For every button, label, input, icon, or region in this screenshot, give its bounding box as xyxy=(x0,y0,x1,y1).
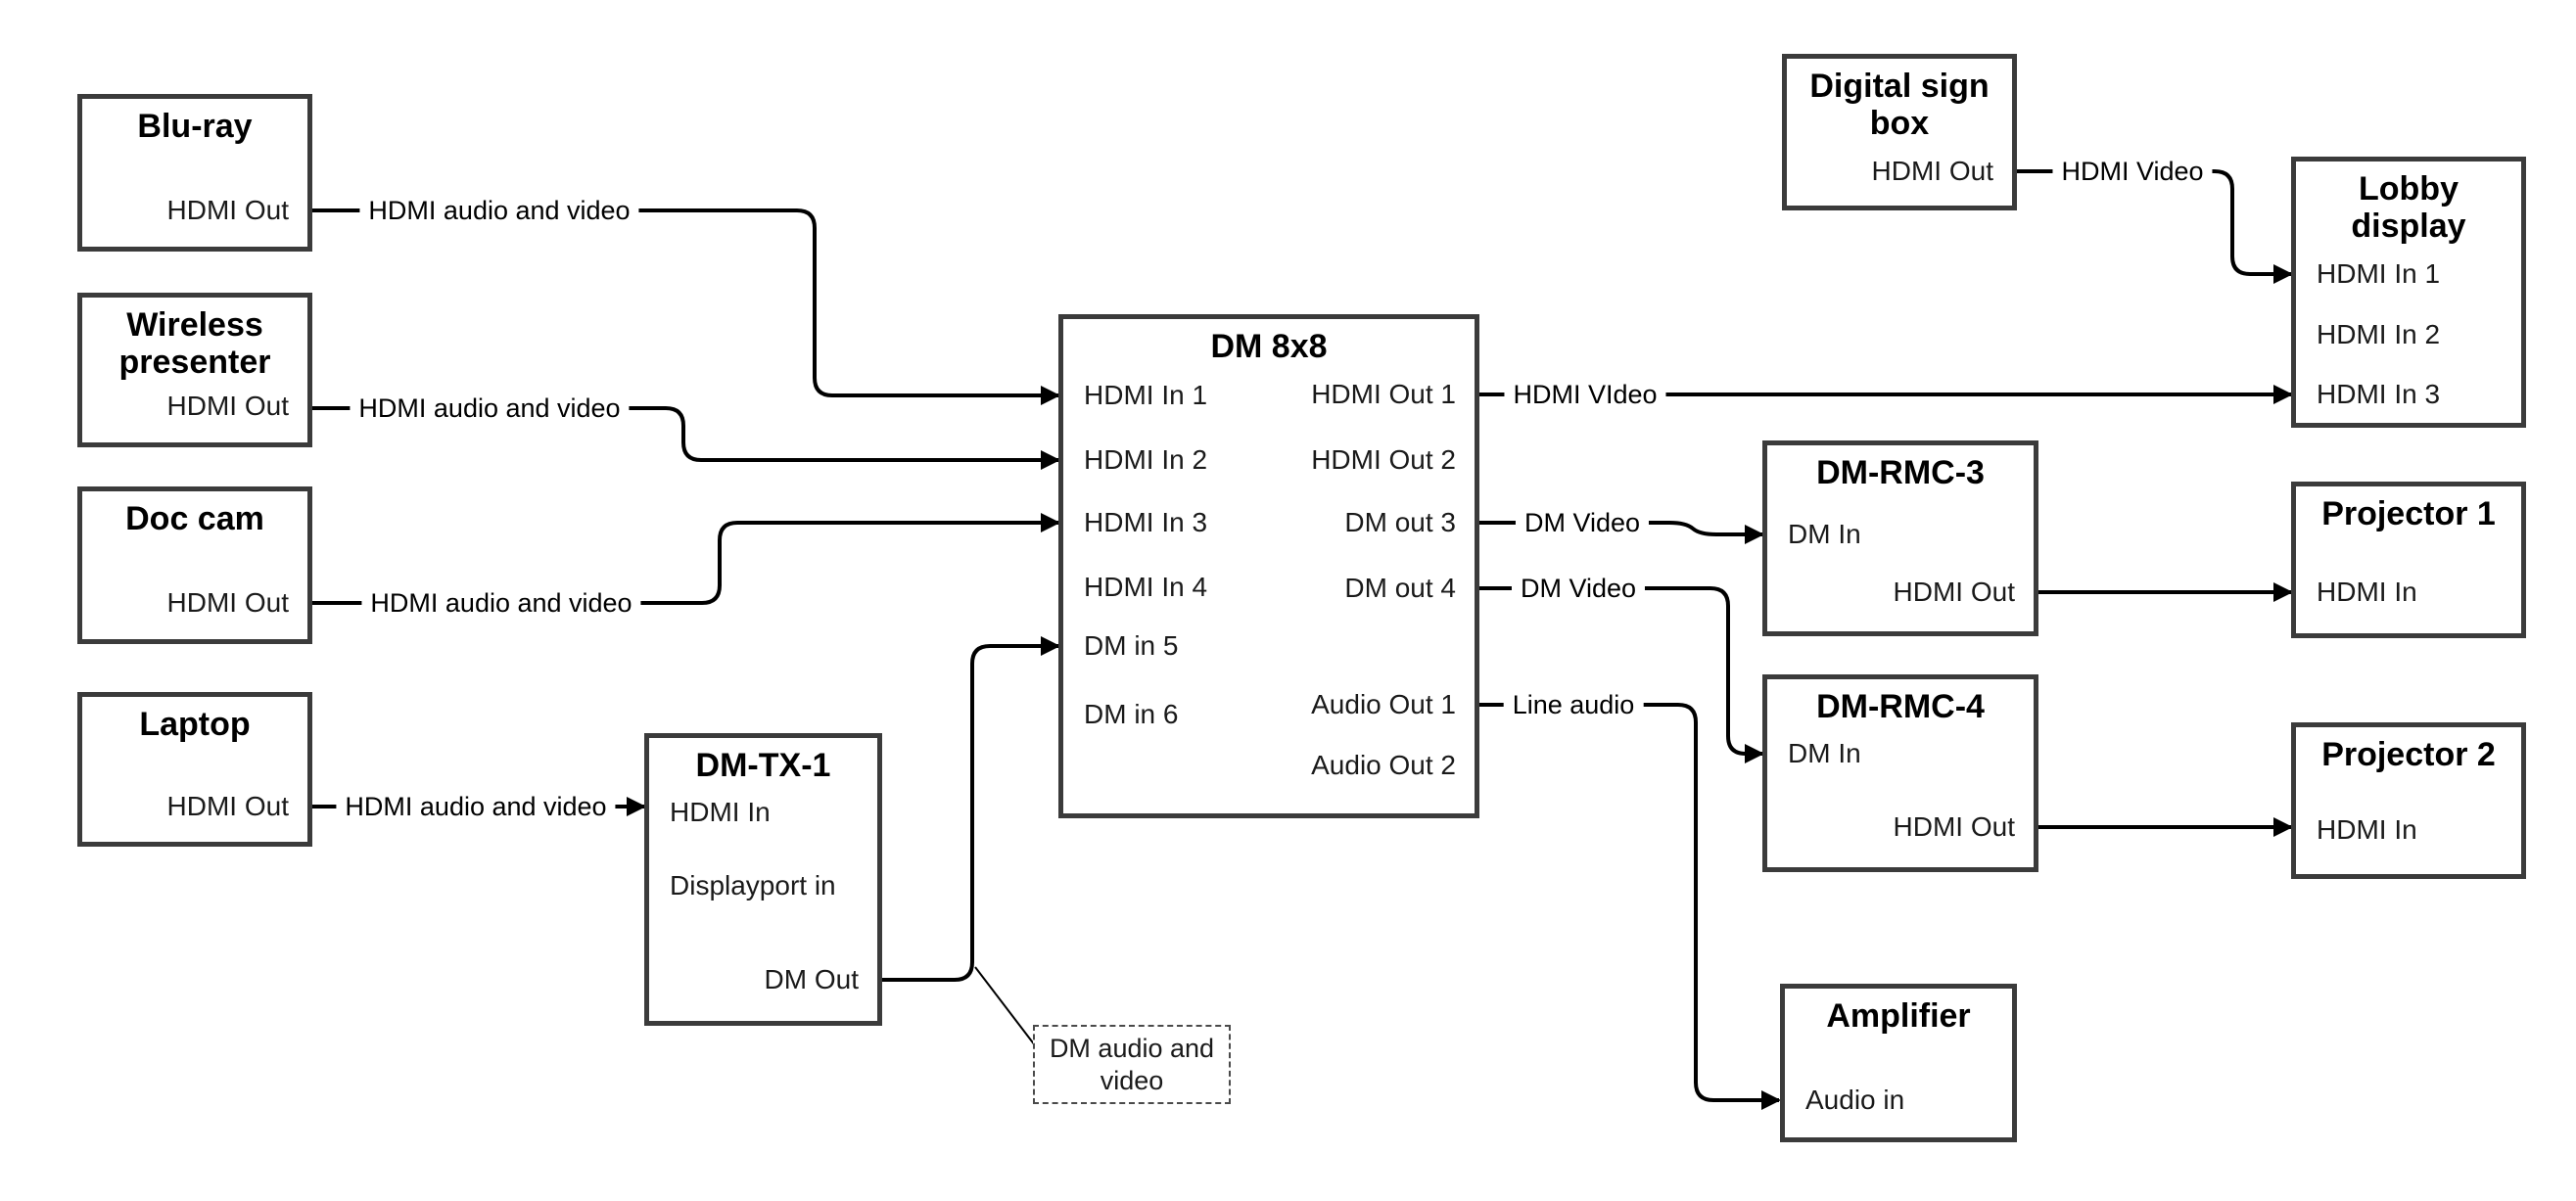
edge-label-bluray-to-dm8x8-hdmi-in-1: HDMI audio and video xyxy=(359,195,639,226)
node-dm-rmc-4: DM-RMC-4 xyxy=(1762,674,2038,872)
node-projector-2: Projector 2 xyxy=(2291,722,2526,879)
port-dm-8x8-dm-out-4: DM out 4 xyxy=(1344,573,1456,603)
edge-doccam-to-dm8x8-hdmi-in-3 xyxy=(312,513,1060,605)
port-laptop-hdmi-out: HDMI Out xyxy=(166,791,289,821)
node-title-line: Projector 2 xyxy=(2321,736,2496,773)
port-amplifier-audio-in: Audio in xyxy=(1805,1085,1905,1115)
edge-label-dm8x8-hdmi-out-1-to-lobby-hdmi-in-3: HDMI VIdeo xyxy=(1504,379,1666,410)
port-lobby-display-hdmi-in-1: HDMI In 1 xyxy=(2317,258,2441,289)
node-title-line: DM-RMC-3 xyxy=(1816,454,1985,491)
node-dm-rmc-3: DM-RMC-3 xyxy=(1762,440,2038,636)
port-dm-rmc-3-hdmi-out: HDMI Out xyxy=(1893,577,2015,607)
port-dm-rmc-3-dm-in: DM In xyxy=(1788,519,1861,549)
edge-dmtx1-dmout-to-dm8x8-dm-in-5 xyxy=(882,636,1060,982)
port-projector-2-hdmi-in: HDMI In xyxy=(2317,814,2417,845)
port-digital-sign-box-hdmi-out: HDMI Out xyxy=(1871,156,1993,186)
edge-bluray-to-dm8x8-hdmi-in-1 xyxy=(312,208,1060,405)
edge-dm8x8-audio-out-1-to-amp-audio-in xyxy=(1479,703,1781,1110)
port-dm-8x8-hdmi-out-2: HDMI Out 2 xyxy=(1311,444,1456,475)
node-doc-cam: Doc cam xyxy=(77,486,312,644)
port-lobby-display-hdmi-in-2: HDMI In 2 xyxy=(2317,319,2441,349)
edge-label-doccam-to-dm8x8-hdmi-in-3: HDMI audio and video xyxy=(361,587,641,619)
node-title-projector-2: Projector 2 xyxy=(2296,736,2521,773)
port-dm-rmc-4-hdmi-out: HDMI Out xyxy=(1893,811,2015,842)
port-dm-8x8-hdmi-in-2: HDMI In 2 xyxy=(1084,444,1208,475)
node-title-dm-rmc-4: DM-RMC-4 xyxy=(1767,688,2034,725)
edge-label-dm8x8-dm-out-4-to-rmc4-dm-in: DM Video xyxy=(1511,573,1646,604)
node-title-laptop: Laptop xyxy=(82,706,307,743)
callout-leader-line xyxy=(974,966,1036,1046)
callout-text-line: DM audio and xyxy=(1049,1033,1215,1063)
port-dm-8x8-hdmi-in-1: HDMI In 1 xyxy=(1084,380,1208,410)
node-dm-8x8: DM 8x8 xyxy=(1058,314,1479,818)
node-title-line: Digital sign xyxy=(1809,68,1990,105)
node-blu-ray: Blu-ray xyxy=(77,94,312,252)
edge-wireless-to-dm8x8-hdmi-in-2 xyxy=(312,406,1060,470)
node-title-doc-cam: Doc cam xyxy=(82,500,307,537)
edge-label-laptop-to-dmtx1-hdmi-in: HDMI audio and video xyxy=(336,791,616,822)
port-dm-tx-1-displayport-in: Displayport in xyxy=(670,870,836,901)
edge-label-digisign-to-lobby-hdmi-in-1: HDMI Video xyxy=(2052,156,2213,187)
port-lobby-display-hdmi-in-3: HDMI In 3 xyxy=(2317,379,2441,409)
node-title-line: Projector 1 xyxy=(2321,495,2496,532)
port-dm-tx-1-hdmi-in: HDMI In xyxy=(670,797,771,827)
port-dm-tx-1-dm-out: DM Out xyxy=(764,964,859,994)
port-dm-8x8-audio-out-2: Audio Out 2 xyxy=(1311,750,1456,780)
node-title-dm-tx-1: DM-TX-1 xyxy=(649,747,877,784)
node-laptop: Laptop xyxy=(77,692,312,847)
node-title-line: Amplifier xyxy=(1826,997,1971,1035)
port-dm-8x8-hdmi-out-1: HDMI Out 1 xyxy=(1311,379,1456,409)
node-title-line: DM-TX-1 xyxy=(695,747,831,784)
port-dm-8x8-hdmi-in-3: HDMI In 3 xyxy=(1084,507,1208,537)
edge-label-wireless-to-dm8x8-hdmi-in-2: HDMI audio and video xyxy=(350,393,630,424)
edge-dm8x8-dm-out-3-to-rmc3-dm-in xyxy=(1479,521,1764,544)
node-title-line: box xyxy=(1869,105,1930,142)
callout-text-line: video xyxy=(1100,1065,1164,1095)
port-dm-8x8-dm-in-6: DM in 6 xyxy=(1084,699,1179,729)
node-title-dm-8x8: DM 8x8 xyxy=(1063,328,1475,365)
port-dm-8x8-audio-out-1: Audio Out 1 xyxy=(1311,689,1456,719)
edge-label-dm8x8-dm-out-3-to-rmc3-dm-in: DM Video xyxy=(1515,507,1650,538)
node-title-blu-ray: Blu-ray xyxy=(82,108,307,145)
node-title-line: Doc cam xyxy=(125,500,264,537)
node-title-line: Blu-ray xyxy=(137,108,253,145)
port-dm-8x8-dm-in-5: DM in 5 xyxy=(1084,630,1179,661)
node-title-line: Lobby xyxy=(2359,170,2459,208)
node-projector-1: Projector 1 xyxy=(2291,482,2526,638)
edge-digisign-to-lobby-hdmi-in-1 xyxy=(2017,169,2293,284)
node-title-line: DM 8x8 xyxy=(1210,328,1328,365)
node-title-amplifier: Amplifier xyxy=(1785,997,2012,1035)
node-title-dm-rmc-3: DM-RMC-3 xyxy=(1767,454,2034,491)
port-doc-cam-hdmi-out: HDMI Out xyxy=(166,587,289,618)
port-dm-8x8-hdmi-in-4: HDMI In 4 xyxy=(1084,572,1208,602)
node-title-line: display xyxy=(2351,208,2466,245)
port-blu-ray-hdmi-out: HDMI Out xyxy=(166,195,289,225)
port-projector-1-hdmi-in: HDMI In xyxy=(2317,577,2417,607)
node-title-line: Laptop xyxy=(139,706,251,743)
node-amplifier: Amplifier xyxy=(1780,984,2017,1142)
node-title-line: Wireless xyxy=(126,306,263,344)
edge-dm8x8-dm-out-4-to-rmc4-dm-in xyxy=(1479,586,1764,763)
node-title-line: presenter xyxy=(118,344,271,381)
port-dm-8x8-dm-out-3: DM out 3 xyxy=(1344,507,1456,537)
node-title-line: DM-RMC-4 xyxy=(1816,688,1985,725)
port-dm-rmc-4-dm-in: DM In xyxy=(1788,738,1861,768)
node-dm-tx-1: DM-TX-1 xyxy=(644,733,882,1026)
node-title-projector-1: Projector 1 xyxy=(2296,495,2521,532)
port-wireless-presenter-hdmi-out: HDMI Out xyxy=(166,391,289,421)
edge-label-dm8x8-audio-out-1-to-amp-audio-in: Line audio xyxy=(1503,689,1644,720)
